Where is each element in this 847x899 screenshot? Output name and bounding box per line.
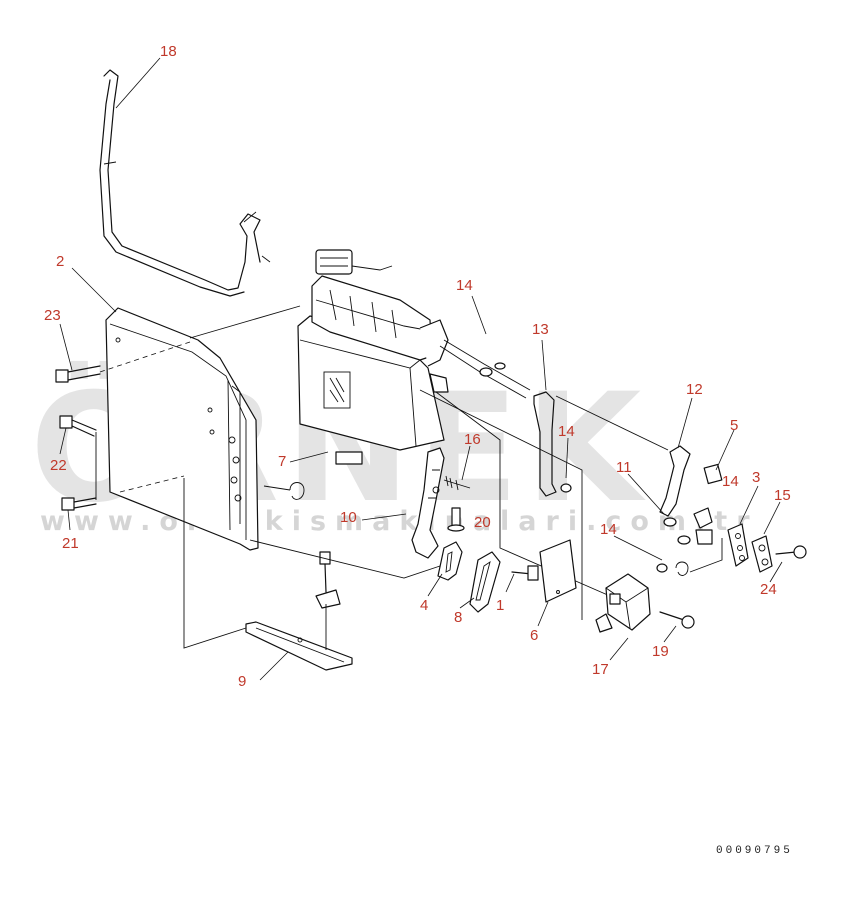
part-6-plate <box>539 539 577 603</box>
callout-23: 23 <box>44 307 61 324</box>
part-3-bracket <box>727 523 749 567</box>
callout-11: 11 <box>616 459 632 476</box>
callout-17: 17 <box>592 661 609 678</box>
callout-labels: 18 2 23 22 21 7 14 13 16 14 12 5 11 14 3… <box>44 43 791 690</box>
part-10-bracket <box>411 447 445 559</box>
part-11-elbow <box>663 507 713 545</box>
part-19-bolt <box>659 611 695 629</box>
part-16-rod <box>443 475 471 491</box>
part-20-bolt <box>447 507 465 532</box>
alignment-lines <box>95 305 723 650</box>
part-4-gasket <box>437 541 463 581</box>
callout-8: 8 <box>454 609 462 626</box>
part-22-bolt <box>59 415 97 437</box>
watermark-url: www.ornekismakinalari.com.tr <box>40 506 759 537</box>
part-1-bolt <box>511 565 539 581</box>
part-5-cap <box>703 463 723 485</box>
part-12-hose <box>659 445 691 517</box>
callout-21: 21 <box>62 535 79 552</box>
leader-lines <box>59 57 783 681</box>
part-14-clips <box>289 362 689 576</box>
callout-1: 1 <box>496 597 504 614</box>
callout-9: 9 <box>238 673 246 690</box>
callout-14-c: 14 <box>722 473 739 490</box>
callout-15: 15 <box>774 487 791 504</box>
callout-3: 3 <box>752 469 760 486</box>
callout-22: 22 <box>50 457 67 474</box>
part-17-valve-block <box>595 573 651 633</box>
part-9-lower-bracket <box>245 551 353 671</box>
callout-20: 20 <box>474 514 491 531</box>
part-2-mounting-plate <box>105 307 259 551</box>
callout-14-b: 14 <box>558 423 575 440</box>
callout-13: 13 <box>532 321 549 338</box>
drawing-code: 00090795 <box>716 845 793 857</box>
part-24-bolt <box>775 545 807 559</box>
callout-12: 12 <box>686 381 703 398</box>
callout-14-a: 14 <box>456 277 473 294</box>
callout-7: 7 <box>278 453 286 470</box>
callout-4: 4 <box>420 597 428 614</box>
part-18-wire-harness <box>99 69 271 297</box>
part-8-gasket <box>469 551 501 613</box>
part-23-bolt <box>55 365 101 383</box>
callout-10: 10 <box>340 509 357 526</box>
part-13-hose <box>533 391 557 497</box>
callout-18: 18 <box>160 43 177 60</box>
callout-6: 6 <box>530 627 538 644</box>
part-7-controller <box>297 249 449 465</box>
callout-24: 24 <box>760 581 777 598</box>
callout-19: 19 <box>652 643 669 660</box>
callout-2: 2 <box>56 253 64 270</box>
callout-14-d: 14 <box>600 521 617 538</box>
part-15-clamp <box>751 535 773 573</box>
callout-5: 5 <box>730 417 738 434</box>
callout-16: 16 <box>464 431 481 448</box>
